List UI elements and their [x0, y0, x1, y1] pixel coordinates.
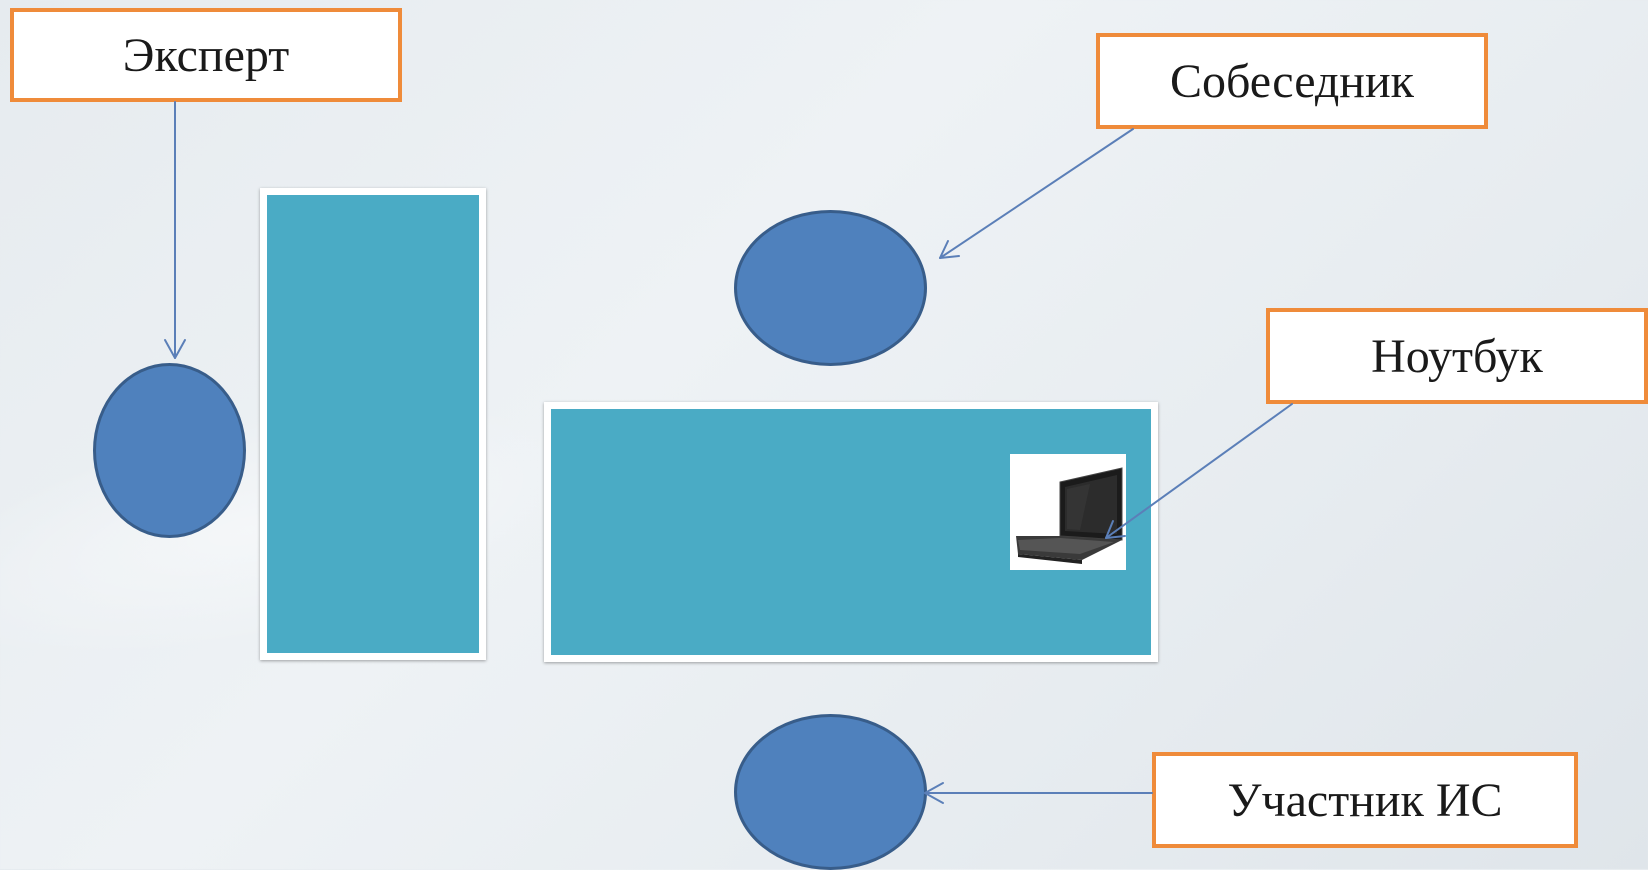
participant-seat: [734, 714, 927, 870]
expert-seat: [93, 363, 246, 538]
interlocutor-arrowhead: [939, 240, 960, 259]
interlocutor-seat: [734, 210, 927, 366]
interlocutor-label: Собеседник: [1096, 33, 1488, 129]
laptop-icon: [1010, 454, 1126, 570]
expert-label: Эксперт: [10, 8, 402, 102]
participant-arrowhead: [924, 782, 944, 804]
expert-arrowhead: [164, 339, 186, 359]
laptop-label: Ноутбук: [1266, 308, 1648, 404]
expert-table: [260, 188, 486, 660]
participant-label: Участник ИС: [1152, 752, 1578, 848]
interlocutor-arrow: [939, 128, 1134, 259]
